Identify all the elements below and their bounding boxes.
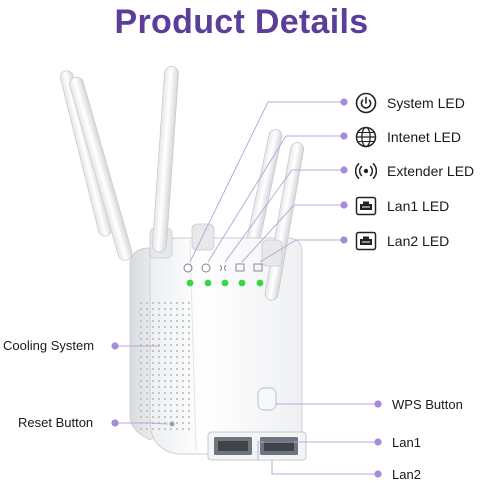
led-lan1	[238, 279, 246, 287]
callout-lan2: Lan2	[392, 467, 421, 482]
wireless-signal-icon	[355, 160, 377, 182]
callout-wps-button: WPS Button	[392, 397, 463, 412]
antenna-front-middle	[152, 66, 215, 253]
led-callout-dots	[340, 98, 348, 244]
ethernet-port-icon	[355, 195, 377, 217]
led-internet	[204, 279, 212, 287]
globe-icon	[355, 126, 377, 148]
feature-callout-dots	[111, 342, 382, 478]
led-label-lan1: Lan1 LED	[387, 198, 450, 214]
ethernet-port-icon	[355, 230, 377, 252]
ethernet-ports	[207, 431, 307, 461]
callout-cooling-system: Cooling System	[3, 338, 95, 353]
callout-reset-button: Reset Button	[18, 415, 94, 430]
antenna-front-right	[261, 142, 305, 301]
led-lan2	[256, 279, 264, 287]
led-extender	[221, 279, 229, 287]
page-title: Product Details	[114, 3, 369, 41]
feature-callout-lines	[115, 345, 378, 475]
led-label-internet: Intenet LED	[387, 129, 461, 145]
led-callout-lines	[189, 101, 344, 263]
device-led-lights	[186, 279, 264, 287]
device-led-panel	[183, 263, 263, 273]
led-label-system: System LED	[387, 95, 465, 111]
led-label-lan2: Lan2 LED	[387, 233, 450, 249]
reset-hole	[169, 421, 175, 427]
wps-button-shape	[257, 387, 277, 411]
callout-lan1: Lan1	[392, 435, 421, 450]
led-label-extender: Extender LED	[387, 163, 475, 179]
led-system	[186, 279, 194, 287]
power-icon	[355, 92, 377, 114]
